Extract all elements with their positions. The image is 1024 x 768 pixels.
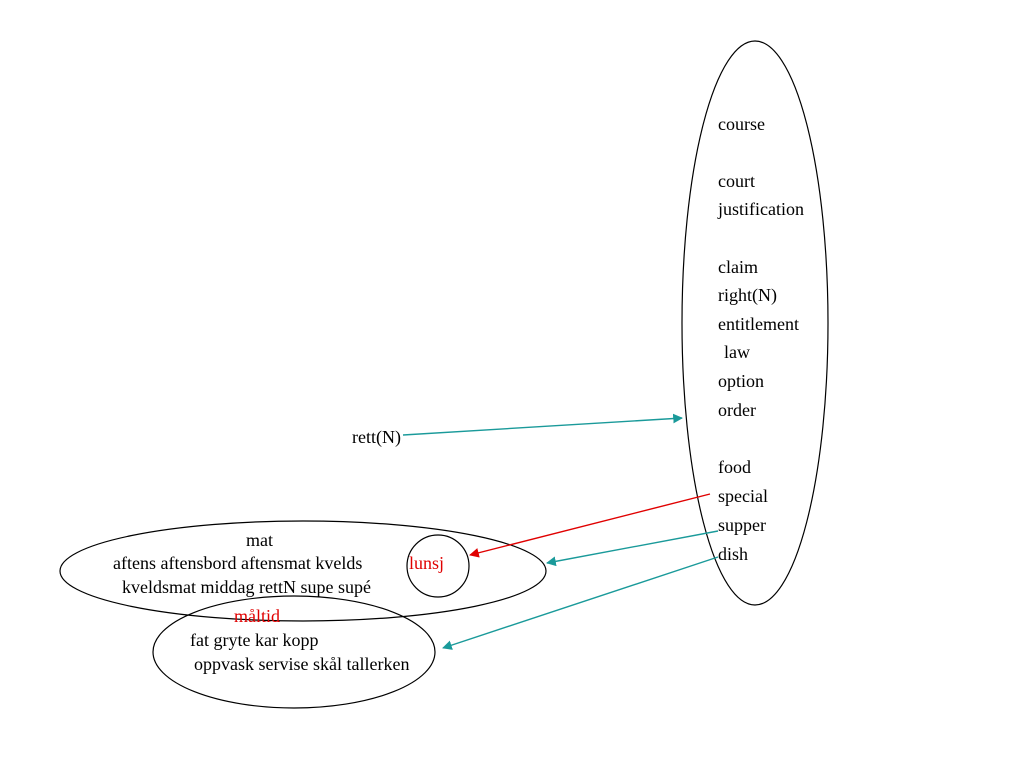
mat-cluster-ellipse: [59, 520, 547, 622]
arrow-special-to-lunsj: [469, 493, 711, 558]
dish-cluster-ellipse: [152, 595, 436, 709]
sense-order: order: [718, 400, 756, 420]
mat-cluster-line2: kveldsmat middag rettN supe supé: [122, 577, 371, 597]
arrow-rett-to-senses: [402, 413, 683, 436]
arrow-dish-to-dish-cluster: [442, 556, 719, 650]
lunsj-ellipse: [406, 534, 470, 598]
sense-supper: supper: [718, 515, 766, 535]
dish-cluster-line1: fat gryte kar kopp: [190, 630, 319, 650]
sense-food: food: [718, 457, 751, 477]
arrow-supper-to-mat: [546, 530, 719, 567]
source-word: rett(N): [352, 427, 401, 447]
sense-option: option: [718, 371, 765, 391]
dish-cluster-head: måltid: [234, 606, 280, 626]
sense-right: right(N): [718, 285, 777, 305]
lunsj-label: lunsj: [409, 553, 445, 573]
sense-justification: justification: [718, 199, 804, 219]
mat-cluster-line1: aftens aftensbord aftensmat kvelds: [113, 553, 363, 573]
sense-law: law: [724, 342, 750, 362]
sense-special: special: [718, 486, 768, 506]
mat-cluster-head: mat: [246, 530, 273, 550]
sense-entitlement: entitlement: [718, 314, 799, 334]
sense-dish: dish: [718, 544, 749, 564]
sense-claim: claim: [718, 257, 758, 277]
senses-ellipse: [681, 40, 829, 606]
sense-course: course: [718, 114, 765, 134]
dish-cluster-line2: oppvask servise skål tallerken: [194, 654, 410, 674]
sense-court: court: [718, 171, 755, 191]
